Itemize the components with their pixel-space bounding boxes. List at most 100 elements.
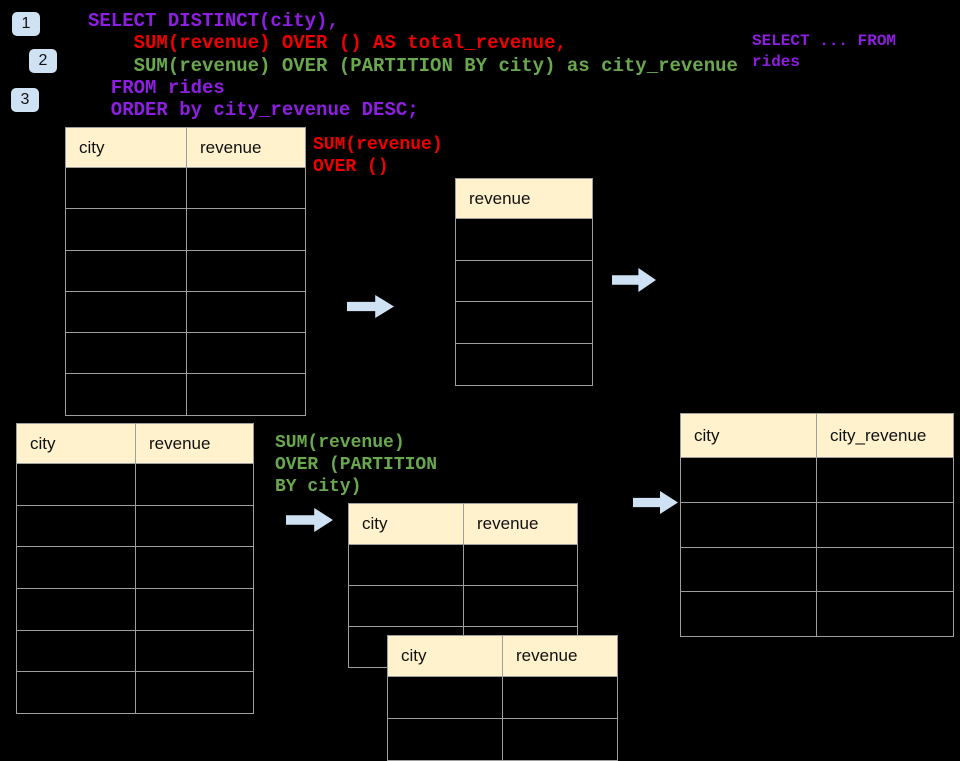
empty-cell — [136, 464, 254, 506]
table-row — [456, 302, 593, 345]
code-line: OVER (PARTITION — [275, 455, 438, 475]
empty-cell — [681, 458, 817, 503]
column-header: revenue — [187, 128, 306, 168]
empty-cell — [17, 505, 136, 548]
column-header: city — [66, 128, 187, 168]
empty-cell — [456, 219, 593, 261]
empty-cell — [17, 589, 136, 631]
empty-cell — [817, 547, 954, 593]
column-header: revenue — [503, 636, 618, 677]
code-line: SELECT ... FROM — [752, 32, 897, 50]
table-row — [17, 464, 254, 506]
empty-cell — [66, 250, 187, 292]
table-row — [17, 589, 254, 631]
table-row — [456, 344, 593, 386]
table-row — [17, 630, 254, 673]
empty-cell — [456, 260, 593, 303]
empty-cell — [66, 291, 187, 334]
empty-cell — [136, 547, 254, 590]
code-line: BY city) — [275, 477, 362, 497]
empty-cell — [136, 672, 254, 715]
table-row — [681, 502, 954, 548]
empty-cell — [66, 333, 187, 375]
table-row — [66, 374, 306, 416]
table-row — [17, 672, 254, 715]
empty-cell — [17, 547, 136, 590]
code-line: OVER () — [313, 157, 389, 177]
empty-cell — [388, 719, 503, 761]
column-header: city — [681, 414, 817, 458]
empty-cell — [136, 630, 254, 673]
code-line: SUM(revenue) OVER (PARTITION BY city) as… — [88, 54, 738, 77]
table-row — [349, 545, 578, 586]
empty-cell — [464, 586, 578, 627]
sql-query-code: SELECT DISTINCT(city), SUM(revenue) OVER… — [88, 10, 738, 121]
table-row — [388, 719, 618, 761]
step-badge-1: 1 — [12, 12, 40, 36]
table-row — [66, 333, 306, 375]
empty-cell — [817, 458, 954, 503]
empty-cell — [681, 592, 817, 638]
empty-cell — [187, 168, 306, 210]
table-row — [681, 592, 954, 638]
table-row — [681, 458, 954, 503]
empty-cell — [456, 344, 593, 386]
empty-cell — [817, 502, 954, 548]
table-row — [456, 219, 593, 261]
step-badge-2: 2 — [29, 49, 57, 73]
column-header: revenue — [464, 504, 578, 545]
empty-cell — [17, 464, 136, 506]
empty-cell — [464, 545, 578, 586]
table-header-row: revenue — [456, 179, 593, 219]
empty-cell — [136, 589, 254, 631]
empty-cell — [681, 547, 817, 593]
empty-cell — [17, 672, 136, 715]
empty-cell — [187, 333, 306, 375]
table-row — [17, 547, 254, 590]
arrow-right-icon — [633, 491, 678, 514]
empty-cell — [817, 592, 954, 638]
column-header: revenue — [136, 424, 254, 464]
code-line: rides — [752, 53, 801, 71]
column-header: city — [17, 424, 136, 464]
table-row — [681, 547, 954, 593]
sql-window-function-slide: { "colors": { "purple": "#8E1FE2", "red"… — [11, 10, 954, 761]
code-line: SELECT DISTINCT(city), — [88, 10, 339, 32]
table-total-revenue: revenue — [455, 178, 593, 386]
empty-cell — [136, 505, 254, 548]
empty-cell — [17, 630, 136, 673]
arrow-right-icon — [286, 508, 333, 532]
empty-cell — [349, 586, 464, 627]
step-badge-3: 3 — [11, 88, 39, 112]
empty-cell — [66, 374, 187, 416]
code-line: ORDER by city_revenue DESC; — [88, 99, 419, 122]
column-header: city — [388, 636, 503, 677]
arrow-right-icon — [612, 268, 656, 292]
empty-cell — [681, 502, 817, 548]
empty-cell — [187, 291, 306, 334]
code-line: SUM(revenue) — [313, 135, 443, 155]
code-line: SUM(revenue) OVER () AS total_revenue, — [88, 32, 567, 55]
empty-cell — [349, 545, 464, 586]
empty-cell — [66, 168, 187, 210]
table-row — [66, 291, 306, 334]
table-row — [66, 250, 306, 292]
table-row — [66, 209, 306, 251]
code-line: SUM(revenue) — [275, 433, 405, 453]
empty-cell — [503, 719, 618, 761]
table-row — [66, 168, 306, 210]
column-header: city — [349, 504, 464, 545]
sql-side-note: SELECT ... FROM rides — [752, 31, 896, 73]
empty-cell — [388, 677, 503, 719]
column-header: city_revenue — [817, 414, 954, 458]
table-row — [17, 505, 254, 548]
table-row — [349, 586, 578, 627]
